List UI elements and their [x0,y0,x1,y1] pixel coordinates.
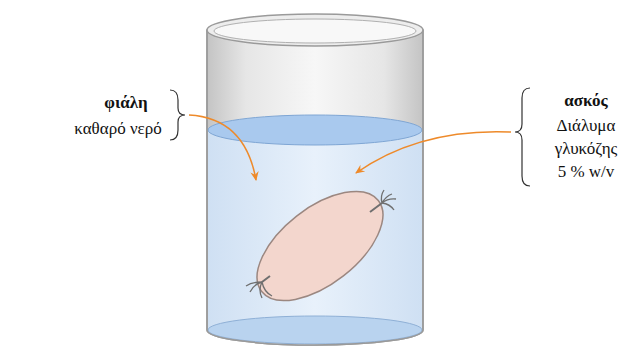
part-description: καθαρό νερό [58,117,178,140]
right-brace [515,88,530,186]
leader-arrow [189,115,256,180]
beaker-outline [207,30,423,345]
beaker-rim-inner [214,19,416,43]
part-name: φιάλη [71,91,181,114]
part-description: Διάλυμα γλυκόζης 5 % w/v [550,114,622,183]
left-brace [170,90,185,140]
leader-arrow [356,132,511,173]
beaker-rim [207,14,423,46]
water [208,130,422,345]
part-name: ασκός [541,89,631,112]
beaker-glass [207,30,423,345]
bag [238,170,401,321]
beaker-bottom [208,316,422,344]
